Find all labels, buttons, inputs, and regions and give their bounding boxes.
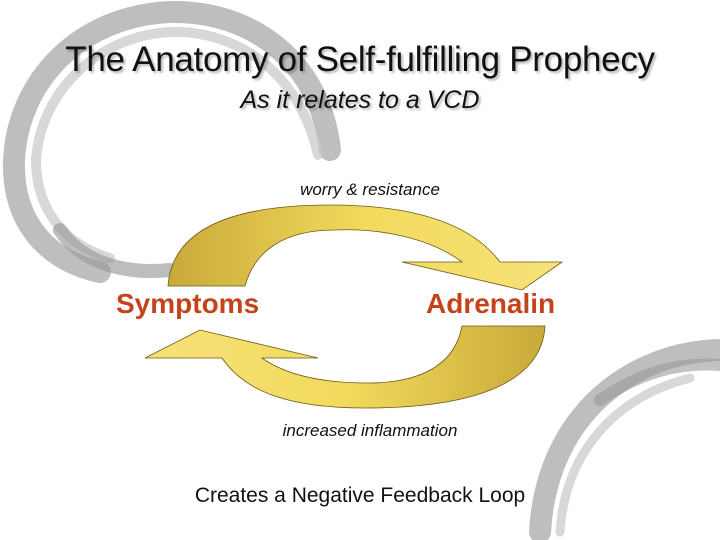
brush-stroke-bottom-right [529,339,720,540]
symptoms-node: Symptoms [116,288,260,319]
brush-stroke-top-left [2,0,341,283]
adrenalin-node: Adrenalin [426,288,556,319]
top-cycle-arrow [167,204,564,291]
bottom-cycle-arrow [144,325,546,409]
slide-subtitle: As it relates to a VCD [240,86,480,114]
slide-title: The Anatomy of Self-fulfilling Prophecy [65,40,655,79]
top-arrow-label: worry & resistance [300,180,440,199]
footer-caption: Creates a Negative Feedback Loop [194,484,526,507]
bottom-arrow-label: increased inflammation [282,421,458,440]
